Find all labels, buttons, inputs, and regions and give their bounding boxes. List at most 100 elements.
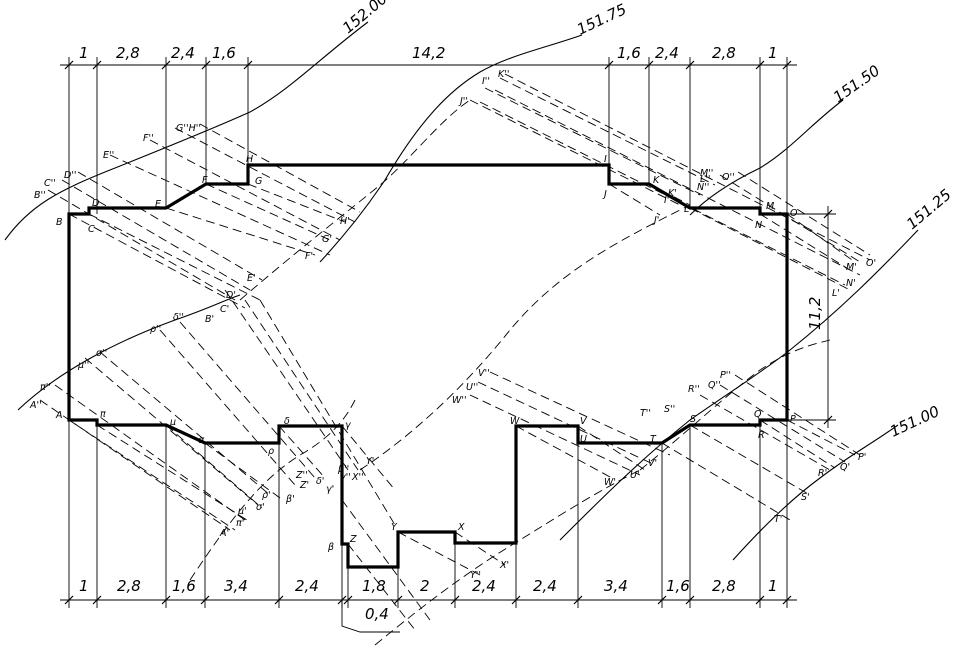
dim-bottom-extra: 0,4 xyxy=(365,605,389,623)
point-label: β'' xyxy=(337,464,349,475)
point-label: B xyxy=(56,217,63,228)
dim-top-7: 2,4 xyxy=(655,44,679,62)
point-label: β xyxy=(327,542,334,553)
point-label: δ' xyxy=(316,476,324,487)
point-label: δ'' xyxy=(173,312,184,323)
point-label: U xyxy=(580,434,587,445)
point-label: J' xyxy=(652,215,659,226)
point-label: V' xyxy=(648,458,657,469)
point-label: W xyxy=(510,416,520,427)
contour-label-151-25: 151.25 xyxy=(903,186,955,234)
point-label: P' xyxy=(858,452,866,463)
point-label: σ' xyxy=(256,502,265,513)
point-label: X xyxy=(457,522,465,533)
point-label: μ' xyxy=(237,506,247,517)
point-label: W'' xyxy=(452,395,467,406)
point-label: P xyxy=(790,414,796,425)
point-label: F'' xyxy=(143,133,154,144)
point-label: π'' xyxy=(40,382,51,393)
dim-top-6: 1,6 xyxy=(617,44,641,62)
point-label: O' xyxy=(866,258,876,269)
dashed-curve-lower-right xyxy=(374,469,641,646)
dimension-right xyxy=(787,206,836,428)
point-label: β' xyxy=(285,494,295,505)
contour-label-152-00: 152.00 xyxy=(339,0,391,37)
point-labels-upper-right: I J K L M N O I'' J'' K'' L'' M'' N'' O'… xyxy=(458,69,876,299)
point-label: σ'' xyxy=(96,348,107,359)
dim-bottom-11: 1,6 xyxy=(666,577,690,595)
point-label: γ' xyxy=(326,484,334,495)
dimension-labels-top: 1 2,8 2,4 1,6 14,2 1,6 2,4 2,8 1 xyxy=(79,44,778,62)
dim-top-8: 2,8 xyxy=(712,44,736,62)
projection-lines-lower-left xyxy=(39,289,396,531)
dim-bottom-5: 2,4 xyxy=(295,577,319,595)
point-label: D xyxy=(92,198,99,209)
point-label: J'' xyxy=(458,96,468,107)
contour-line-lower-left xyxy=(17,294,241,411)
dim-bottom-10: 3,4 xyxy=(604,577,628,595)
point-label: V'' xyxy=(478,368,490,379)
point-label: G''H'' xyxy=(176,123,201,134)
dim-top-9: 1 xyxy=(768,44,778,62)
point-label: F' xyxy=(305,251,313,262)
point-label: U' xyxy=(630,470,640,481)
point-label: W' xyxy=(604,477,616,488)
point-label: ρ' xyxy=(262,490,271,501)
point-label: I xyxy=(604,154,607,165)
point-label: V xyxy=(580,416,588,427)
point-label: M xyxy=(766,201,774,212)
dim-top-2: 2,8 xyxy=(116,44,140,62)
dim-bottom-4: 3,4 xyxy=(224,577,248,595)
point-label: ρ xyxy=(268,446,274,457)
dashed-curve-upper xyxy=(239,99,471,301)
dim-top-5: 14,2 xyxy=(412,44,445,62)
point-label: π' xyxy=(236,518,244,529)
point-label: Y' xyxy=(366,456,374,467)
contour-line-152-00 xyxy=(4,21,369,241)
point-label: Y'' xyxy=(470,570,481,581)
point-label: Q'' xyxy=(708,380,721,391)
dim-bottom-1: 1 xyxy=(79,577,89,595)
point-label: I' xyxy=(664,195,669,206)
point-label: R'' xyxy=(688,384,700,395)
point-label: P'' xyxy=(720,370,731,381)
point-label: Z xyxy=(349,534,357,545)
point-label: F xyxy=(202,175,208,186)
point-label: C' xyxy=(220,304,229,315)
point-label: M'' xyxy=(700,168,713,179)
point-label: L' xyxy=(832,288,840,299)
point-label: O xyxy=(790,208,798,219)
point-label: E xyxy=(155,199,161,210)
contour-line-151-25 xyxy=(559,229,919,541)
dim-bottom-13: 1 xyxy=(768,577,778,595)
point-label: T'' xyxy=(640,408,651,419)
point-label: N'' xyxy=(697,182,709,193)
point-label: N' xyxy=(846,278,856,289)
dim-bottom-12: 2,8 xyxy=(712,577,736,595)
point-label: D' xyxy=(226,290,236,301)
point-labels-lower-left: A π μ σ ρ δ γ β Z A'' π'' μ'' σ'' ρ'' δ'… xyxy=(29,312,357,553)
point-label: μ'' xyxy=(77,360,89,371)
point-label: σ xyxy=(198,435,205,446)
point-label: X' xyxy=(499,560,509,571)
projection-lines-upper-right xyxy=(469,73,871,291)
point-labels-lower-right: Y X W V U T S R Q P Y' X' W' V' U' T' S'… xyxy=(351,368,866,581)
point-label: L xyxy=(684,204,689,215)
point-label: K' xyxy=(668,188,677,199)
dashed-curve-right xyxy=(639,339,831,471)
point-label: K xyxy=(653,175,660,186)
point-label: A'' xyxy=(29,400,42,411)
point-labels-upper-left: B C D E F G H B'' C'' D'' E'' F'' G''H''… xyxy=(34,123,350,325)
point-label: R xyxy=(758,430,765,441)
contour-line-151-75 xyxy=(319,34,583,263)
point-label: H xyxy=(246,154,253,165)
dashed-curve-middle xyxy=(359,204,691,471)
dim-top-4: 1,6 xyxy=(212,44,236,62)
point-label: C'' xyxy=(44,178,56,189)
point-label: J xyxy=(602,189,607,200)
dim-bottom-6: 1,8 xyxy=(362,577,386,595)
point-label: Z'' xyxy=(295,470,308,481)
contour-label-151-50: 151.50 xyxy=(830,61,883,106)
point-label: ρ'' xyxy=(150,324,161,335)
point-label: N xyxy=(755,220,762,231)
